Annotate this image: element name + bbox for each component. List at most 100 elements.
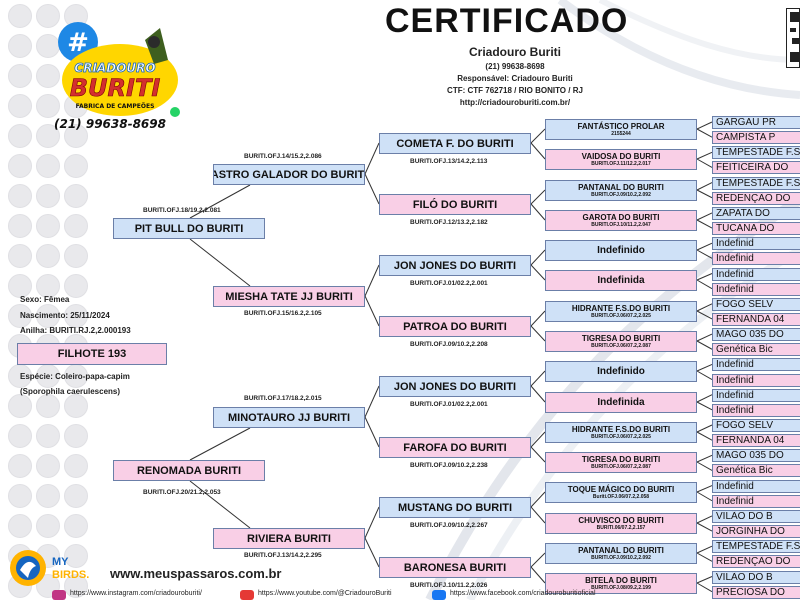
pedigree-gen5-box[interactable]: TEMPESTADE F.S	[712, 540, 800, 554]
pedigree-name: GARGAU PR	[716, 117, 777, 128]
pedigree-reg: BURITI.OFJ.09/10.2,2.238	[410, 462, 488, 469]
connector-line	[530, 325, 546, 342]
pedigree-name: CHUVISCO DO BURITI	[578, 516, 664, 525]
pedigree-name: JORGINHA DO	[716, 526, 785, 538]
background-dot	[64, 364, 88, 388]
pedigree-gen5-box[interactable]: Genética Bic	[712, 464, 800, 478]
pedigree-maternal-grandmother[interactable]: RIVIERA BURITI	[213, 528, 365, 549]
pedigree-mother[interactable]: RENOMADA BURITI	[113, 460, 265, 481]
pedigree-gen5-box[interactable]: Indefinid	[712, 494, 800, 508]
pedigree-gen5-box[interactable]: FOGO SELV	[712, 419, 800, 432]
background-dot	[64, 424, 88, 448]
pedigree-gen5-box[interactable]: Indefinid	[712, 358, 800, 372]
pedigree-gen5-box[interactable]: Indefinid	[712, 267, 800, 281]
pedigree-name: MINOTAURO JJ BURITI	[227, 411, 351, 424]
pedigree-gen5-box[interactable]: GARGAU PR	[712, 116, 800, 129]
background-dot	[36, 304, 60, 328]
breeder-url[interactable]: http://criadouroburiti.com.br/	[459, 98, 571, 107]
pedigree-name: Indefinid	[716, 404, 754, 416]
youtube-link[interactable]: https://www.youtube.com/@CriadouroBuriti	[258, 590, 392, 597]
pedigree-name: Indefinido	[597, 366, 645, 377]
pedigree-reg: BURITI.OFJ.13/14.2,2.113	[410, 158, 488, 165]
pedigree-gen4-box[interactable]: Indefinido	[545, 361, 697, 382]
youtube-icon	[240, 590, 254, 600]
pedigree-gen4-box[interactable]: Indefinida	[545, 392, 697, 413]
connector-line	[530, 431, 546, 448]
pedigree-gen5-box[interactable]: FOGO SELV	[712, 297, 800, 311]
connector-line	[696, 158, 713, 168]
pedigree-name: JON JONES DO BURITI	[393, 380, 517, 393]
pedigree-name: JON JONES DO BURITI	[393, 259, 517, 272]
pedigree-gen3-box[interactable]: FILÓ DO BURITI	[379, 194, 531, 215]
pedigree-gen4-box[interactable]: Indefinida	[545, 270, 697, 291]
pedigree-maternal-grandfather[interactable]: MINOTAURO JJ BURITI	[213, 407, 365, 428]
bird-ring: Anilha: BURITI.RJ.2,2.000193	[20, 326, 131, 335]
pedigree-gen3-box[interactable]: COMETA F. DO BURITI	[379, 133, 531, 154]
pedigree-gen5-box[interactable]: Indefinid	[712, 403, 800, 417]
pedigree-gen5-box[interactable]: CAMPISTA P	[712, 131, 800, 145]
pedigree-gen3-box[interactable]: PATROA DO BURITI	[379, 316, 531, 337]
background-dot	[36, 484, 60, 508]
pedigree-gen5-box[interactable]: ZAPATA DO	[712, 206, 800, 220]
pedigree-gen5-box[interactable]: VILÃO DO B	[712, 570, 800, 584]
pedigree-gen5-box[interactable]: Indefinid	[712, 237, 800, 251]
pedigree-gen3-box[interactable]: JON JONES DO BURITI	[379, 255, 531, 276]
pedigree-name: PANTANAL DO BURITI	[578, 546, 664, 555]
facebook-link[interactable]: https://www.facebook.com/criadouroburiti…	[450, 590, 596, 597]
pedigree-gen5-box[interactable]: REDENÇÃO DO	[712, 191, 800, 205]
pedigree-gen4-box[interactable]: Indefinido	[545, 240, 697, 261]
pedigree-name: COMETA F. DO BURITI	[396, 137, 514, 150]
mybirds-site-link[interactable]: www.meuspassaros.com.br	[110, 566, 282, 581]
pedigree-gen5-box[interactable]: FERNANDA 04	[712, 434, 800, 448]
pedigree-gen5-box[interactable]: FERNANDA 04	[712, 312, 800, 326]
pedigree-father[interactable]: PIT BULL DO BURITI	[113, 218, 265, 239]
pedigree-gen5-box[interactable]: TEMPESTADE F.S	[712, 176, 800, 190]
pedigree-gen5-box[interactable]: MAGO 035 DO	[712, 328, 800, 342]
pedigree-gen5-box[interactable]: JORGINHA DO	[712, 525, 800, 539]
pedigree-gen5-box[interactable]: Indefinid	[712, 373, 800, 387]
pedigree-paternal-grandmother[interactable]: MIESHA TATE JJ BURITI	[213, 286, 365, 307]
pedigree-gen3-box[interactable]: BARONESA BURITI	[379, 557, 531, 578]
pedigree-gen5-box[interactable]: Indefinid	[712, 479, 800, 493]
connector-line	[530, 506, 546, 524]
pedigree-gen5-box[interactable]: TEMPESTADE F.S	[712, 146, 800, 160]
connector-line	[696, 310, 713, 320]
instagram-link[interactable]: https://www.instagram.com/criadouroburit…	[70, 590, 202, 597]
pedigree-name: VAIDOSA DO BURITI	[581, 152, 661, 161]
connector-line	[696, 515, 713, 524]
background-dot	[36, 154, 60, 178]
connector-line	[696, 121, 713, 130]
pedigree-gen5-box[interactable]: REDENÇÃO DO	[712, 555, 800, 569]
pedigree-gen5-box[interactable]: Indefinid	[712, 252, 800, 266]
connector-line	[189, 427, 251, 461]
pedigree-gen5-box[interactable]: FEITICEIRA DO	[712, 161, 800, 175]
pedigree-gen5-box[interactable]: Genética Bic	[712, 343, 800, 357]
bird-sex: Sexo: Fêmea	[20, 295, 70, 304]
connector-line	[364, 295, 380, 327]
pedigree-gen3-box[interactable]: FAROFA DO BURITI	[379, 437, 531, 458]
pedigree-gen5-box[interactable]: Indefinid	[712, 388, 800, 402]
pedigree-gen5-box[interactable]: MAGO 035 DO	[712, 449, 800, 463]
pedigree-gen3-box[interactable]: MUSTANG DO BURITI	[379, 497, 531, 518]
pedigree-name: PIT BULL DO BURITI	[134, 222, 244, 235]
pedigree-gen5-box[interactable]: TUCANA DO	[712, 222, 800, 236]
pedigree-gen5-box[interactable]: VILÃO DO B	[712, 509, 800, 523]
pedigree-paternal-grandfather[interactable]: ASTRO GALADOR DO BURITI	[213, 164, 365, 185]
pedigree-gen5-box[interactable]: Indefinid	[712, 282, 800, 296]
pedigree-gen3-box[interactable]: JON JONES DO BURITI	[379, 376, 531, 397]
pedigree-gen5-box[interactable]: PRECIOSA DO	[712, 585, 800, 599]
